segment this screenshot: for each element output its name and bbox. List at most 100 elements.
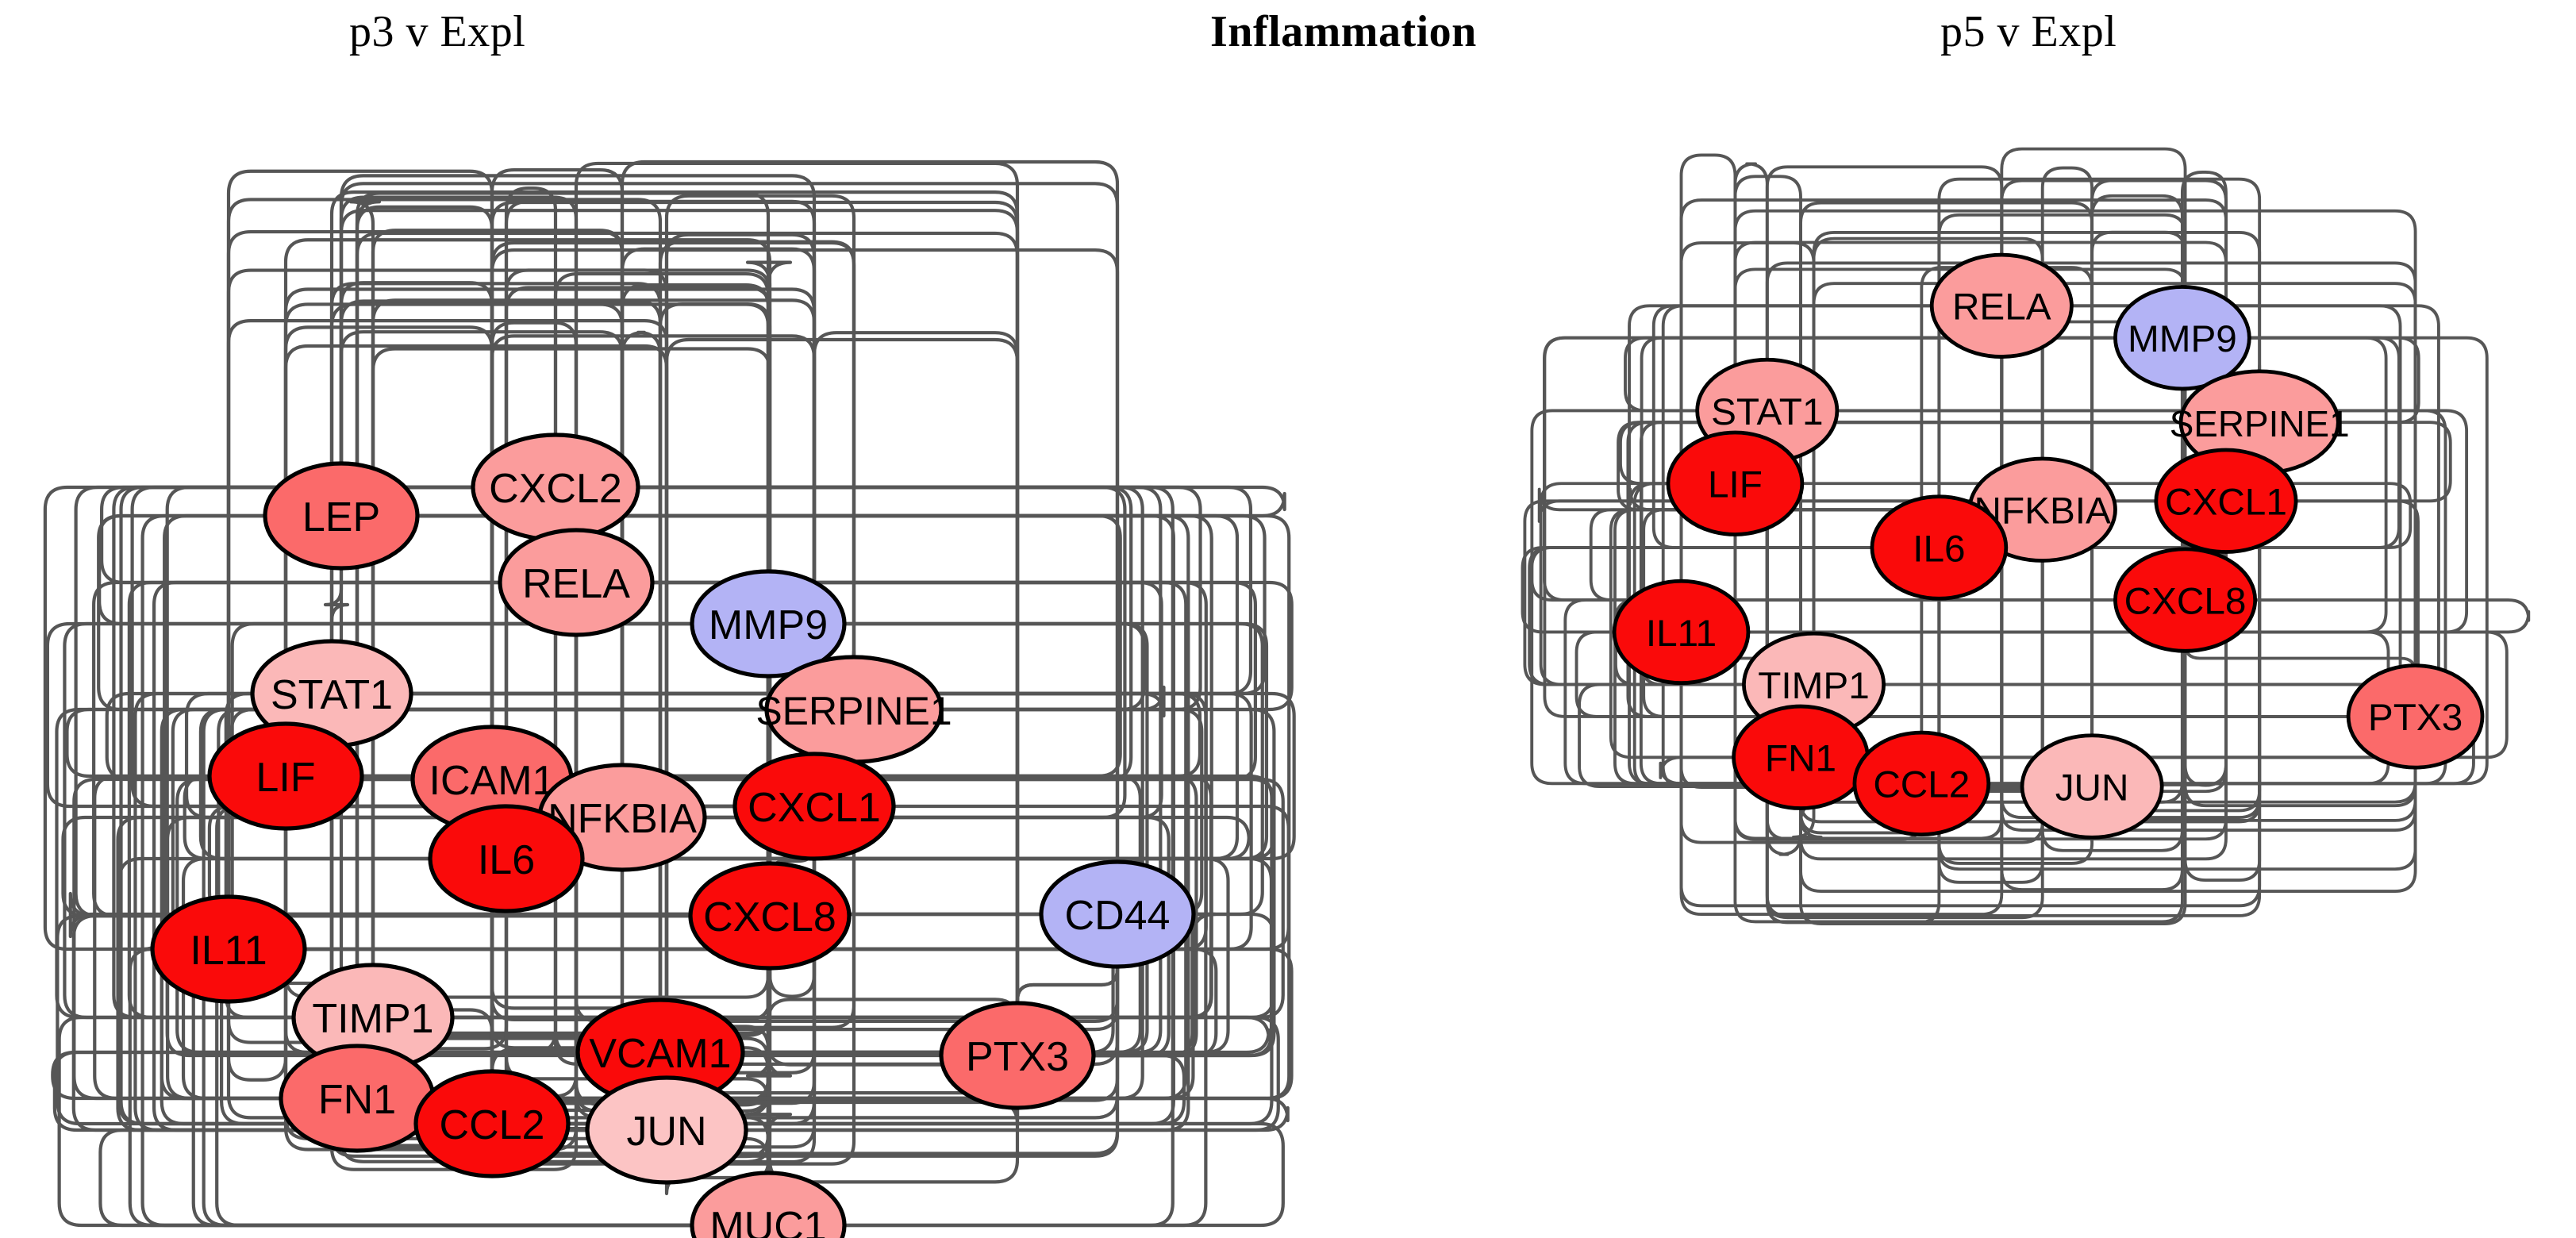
network-edge bbox=[61, 815, 690, 918]
network-node-rela[interactable]: RELA bbox=[1929, 252, 2074, 359]
node-shape[interactable] bbox=[150, 894, 307, 1004]
node-shape[interactable] bbox=[732, 752, 896, 861]
network-edge bbox=[1609, 508, 1970, 759]
network-edge bbox=[2296, 421, 2452, 503]
network-edge bbox=[1679, 153, 1737, 582]
network-edge bbox=[71, 913, 690, 1132]
network-edge bbox=[1543, 336, 2116, 602]
network-edge bbox=[638, 485, 1163, 1055]
network-edge bbox=[1528, 546, 1872, 686]
network-node-lif[interactable]: LIF bbox=[207, 721, 364, 831]
network-edge bbox=[574, 161, 1020, 1003]
network-edge bbox=[1988, 336, 2489, 786]
network-node-ptx3[interactable]: PTX3 bbox=[2346, 663, 2485, 770]
network-node-cxcl8[interactable]: CXCL8 bbox=[2113, 547, 2258, 653]
node-shape[interactable] bbox=[1870, 494, 2009, 601]
network-edge bbox=[1626, 421, 2349, 718]
node-shape[interactable] bbox=[1666, 430, 1805, 536]
network-node-cxcl2[interactable]: CXCL2 bbox=[471, 433, 640, 542]
node-shape[interactable] bbox=[2113, 285, 2251, 391]
network-node-ccl2[interactable]: CCL2 bbox=[413, 1069, 571, 1178]
network-edge bbox=[355, 231, 1020, 1046]
panel-title-left: p3 v Expl bbox=[349, 7, 526, 56]
network-edge bbox=[127, 580, 500, 1020]
node-shape[interactable] bbox=[1732, 704, 1870, 810]
network-edge bbox=[1747, 630, 2509, 759]
network-edge bbox=[620, 330, 663, 1000]
network-edge bbox=[490, 240, 856, 1071]
node-shape[interactable] bbox=[1852, 730, 1991, 836]
network-node-il11[interactable]: IL11 bbox=[1612, 579, 1751, 686]
network-edge bbox=[504, 268, 669, 1078]
network-edge bbox=[339, 182, 1120, 862]
node-shape[interactable] bbox=[690, 1171, 847, 1238]
node-shape[interactable] bbox=[1039, 859, 1196, 969]
node-shape[interactable] bbox=[413, 1069, 571, 1178]
network-node-fn1[interactable]: FN1 bbox=[279, 1044, 436, 1153]
node-shape[interactable] bbox=[764, 655, 944, 764]
network-node-rela[interactable]: RELA bbox=[498, 528, 655, 637]
network-node-ccl2[interactable]: CCL2 bbox=[1852, 730, 1991, 836]
network-edge bbox=[1799, 651, 2187, 925]
node-shape[interactable] bbox=[2113, 547, 2258, 653]
node-shape[interactable] bbox=[428, 804, 585, 913]
network-edge bbox=[2180, 171, 2228, 451]
node-shape[interactable] bbox=[263, 461, 420, 571]
network-edge bbox=[1589, 508, 2116, 602]
network-edge bbox=[1733, 209, 2417, 666]
node-shape[interactable] bbox=[1929, 252, 2074, 359]
network-edge bbox=[504, 186, 558, 806]
node-shape[interactable] bbox=[498, 528, 655, 637]
network-edge bbox=[52, 1050, 587, 1132]
network-edge bbox=[664, 1159, 771, 1196]
network-edge bbox=[1733, 240, 2228, 451]
network-edge bbox=[117, 856, 430, 1126]
network-node-il11[interactable]: IL11 bbox=[150, 894, 307, 1004]
node-shape[interactable] bbox=[207, 721, 364, 831]
network-edge bbox=[2000, 147, 2187, 549]
node-shape[interactable] bbox=[1612, 579, 1751, 686]
network-node-lep[interactable]: LEP bbox=[263, 461, 420, 571]
network-edge bbox=[329, 190, 1020, 1003]
network-edge bbox=[339, 195, 579, 530]
network-node-il6[interactable]: IL6 bbox=[1870, 494, 2009, 601]
network-edge bbox=[2183, 651, 2417, 808]
node-shape[interactable] bbox=[688, 861, 852, 971]
network-edge bbox=[433, 1096, 1290, 1132]
node-shape[interactable] bbox=[690, 569, 847, 679]
network-node-fn1[interactable]: FN1 bbox=[1732, 704, 1870, 810]
node-shape[interactable] bbox=[2346, 663, 2485, 770]
network-edge bbox=[417, 513, 1291, 1101]
network-node-ptx3[interactable]: PTX3 bbox=[939, 1001, 1096, 1110]
node-shape[interactable] bbox=[471, 433, 640, 542]
network-node-cxcl1[interactable]: CXCL1 bbox=[2154, 448, 2298, 554]
network-node-jun[interactable]: JUN bbox=[585, 1075, 748, 1185]
network-edge bbox=[1733, 175, 1802, 707]
node-shape[interactable] bbox=[585, 1075, 748, 1185]
network-edge bbox=[652, 580, 1294, 712]
panel-title-right: p5 v Expl bbox=[1940, 7, 2117, 56]
network-node-cxcl1[interactable]: CXCL1 bbox=[732, 752, 896, 861]
node-shape[interactable] bbox=[279, 1044, 436, 1153]
network-edge bbox=[226, 198, 663, 1000]
network-node-cxcl8[interactable]: CXCL8 bbox=[688, 861, 852, 971]
network-edge bbox=[1521, 546, 1872, 634]
network-node-lif[interactable]: LIF bbox=[1666, 430, 1805, 536]
network-edge bbox=[1801, 482, 2413, 549]
network-edge bbox=[452, 777, 1285, 1020]
network-node-il6[interactable]: IL6 bbox=[428, 804, 585, 913]
network-edge bbox=[812, 331, 1020, 1003]
node-shape[interactable] bbox=[2020, 733, 2164, 840]
network-edge bbox=[1799, 767, 2417, 893]
network-edge bbox=[411, 691, 1208, 1228]
node-shape[interactable] bbox=[939, 1001, 1096, 1110]
network-node-cd44[interactable]: CD44 bbox=[1039, 859, 1196, 969]
network-edge bbox=[355, 191, 771, 1046]
network-edge bbox=[362, 774, 1274, 1126]
node-shape[interactable] bbox=[2154, 448, 2298, 554]
network-node-jun[interactable]: JUN bbox=[2020, 733, 2164, 840]
network-edge bbox=[1733, 388, 2184, 924]
